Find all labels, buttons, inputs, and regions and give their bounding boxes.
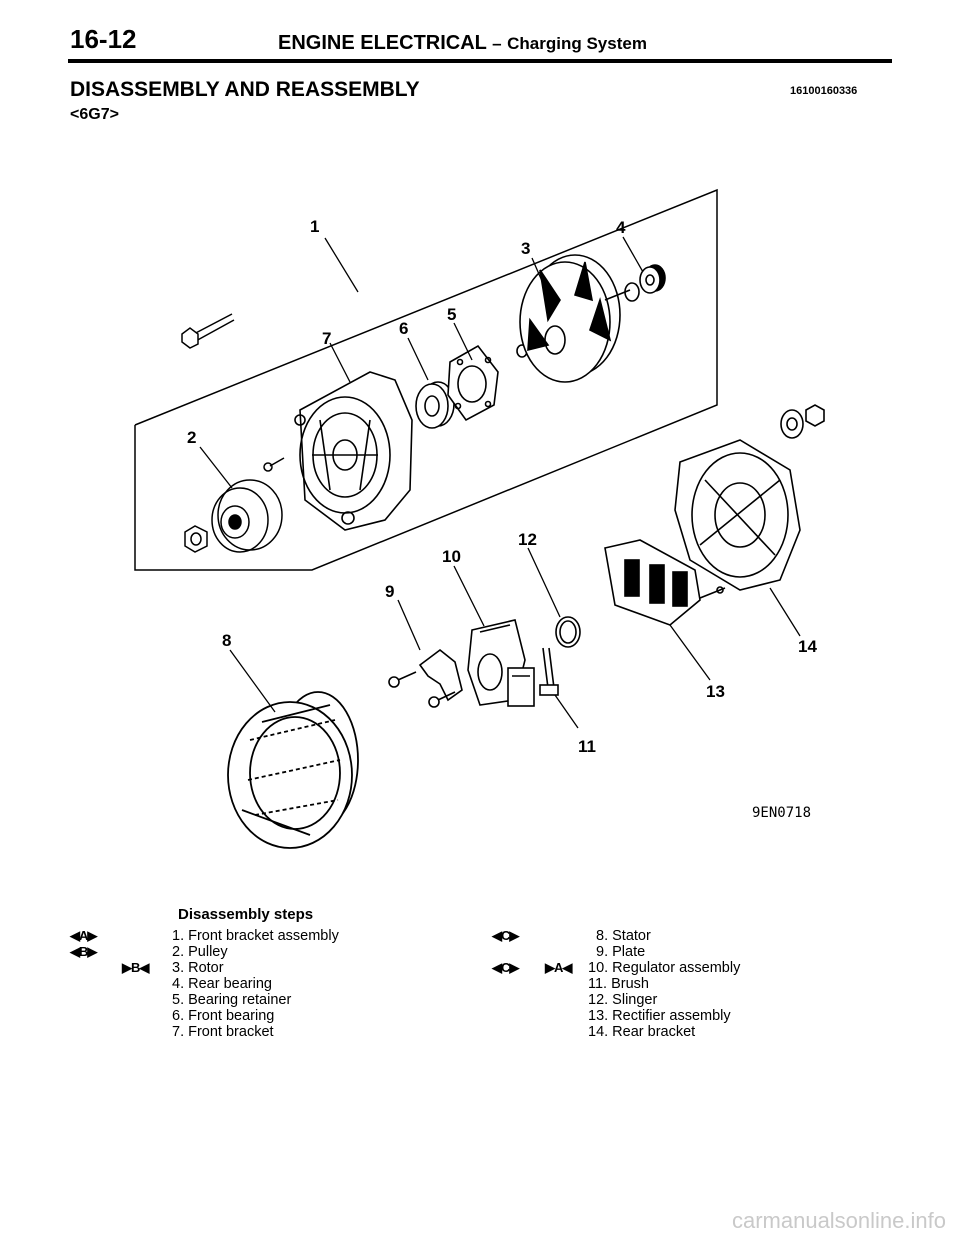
bearing-retainer-icon xyxy=(447,344,499,422)
callout-4: 4 xyxy=(616,218,626,237)
rear-bracket-icon xyxy=(674,439,801,591)
section-code: 16100160336 xyxy=(790,85,858,97)
callout-12: 12 xyxy=(518,530,537,549)
exploded-diagram: 1 2 3 4 5 6 7 8 9 10 11 12 13 14 9EN0718 xyxy=(134,188,825,849)
callout-8: 8 xyxy=(222,631,231,650)
watermark: carmanualsonline.info xyxy=(731,1208,946,1233)
front-bracket-icon xyxy=(294,371,413,531)
step-1: 1. Front bracket assembly xyxy=(172,928,339,944)
callout-5: 5 xyxy=(447,305,456,324)
callout-11: 11 xyxy=(578,737,596,756)
step-10-mark-left: ◀C▶ xyxy=(492,960,519,975)
step-12: 12. Slinger xyxy=(588,992,658,1008)
page-number: 16-12 xyxy=(70,24,137,54)
callout-6: 6 xyxy=(399,319,408,338)
step-7: 7. Front bracket xyxy=(172,1024,274,1040)
header-rule xyxy=(68,59,892,63)
pulley-nut-icon xyxy=(184,525,208,553)
header-dash: – xyxy=(492,34,502,53)
rectifier-assembly-icon xyxy=(604,539,726,626)
step-2: 2. Pulley xyxy=(172,944,228,960)
slinger-icon xyxy=(555,616,581,648)
step-11: 11. Brush xyxy=(588,976,649,992)
step-8: 8. Stator xyxy=(596,928,651,944)
rotor-icon xyxy=(516,254,631,383)
header-subtitle: Charging System xyxy=(507,34,647,53)
step-6: 6. Front bearing xyxy=(172,1008,275,1024)
brush-icon xyxy=(539,647,559,696)
callout-9: 9 xyxy=(385,582,394,601)
header-title: ENGINE ELECTRICAL – Charging System xyxy=(278,32,647,55)
screw-icon xyxy=(263,457,285,472)
callout-2: 2 xyxy=(187,428,196,447)
step-9: 9. Plate xyxy=(596,944,646,960)
step-14: 14. Rear bracket xyxy=(588,1024,696,1040)
callout-10: 10 xyxy=(442,547,461,566)
rear-bearing-icon xyxy=(624,264,666,302)
step-4: 4. Rear bearing xyxy=(172,976,272,992)
step-10: 10. Regulator assembly xyxy=(588,960,741,976)
step-10-mark-right: ▶A◀ xyxy=(545,960,572,975)
regulator-assembly-icon xyxy=(467,619,535,707)
step-13: 13. Rectifier assembly xyxy=(588,1008,731,1024)
callout-7: 7 xyxy=(322,329,331,348)
stator-icon xyxy=(227,691,359,849)
steps-heading: Disassembly steps xyxy=(178,906,314,923)
section-title: DISASSEMBLY AND REASSEMBLY xyxy=(70,78,420,101)
figure-code: 9EN0718 xyxy=(752,805,811,821)
callout-1: 1 xyxy=(310,217,319,236)
step-5: 5. Bearing retainer xyxy=(172,992,292,1008)
callout-3: 3 xyxy=(521,239,530,258)
step-3: 3. Rotor xyxy=(172,960,224,976)
step-3-mark: ▶B◀ xyxy=(122,960,149,975)
plate-icon xyxy=(388,648,463,708)
rear-nut-icon xyxy=(780,404,825,439)
step-8-mark: ◀C▶ xyxy=(492,928,519,943)
step-1-mark: ◀A▶ xyxy=(70,928,97,943)
callout-13: 13 xyxy=(706,682,725,701)
step-2-mark: ◀B▶ xyxy=(70,944,97,959)
pulley-icon xyxy=(211,479,283,553)
header-title-main: ENGINE ELECTRICAL xyxy=(278,32,487,54)
leader-lines xyxy=(199,236,801,729)
callout-14: 14 xyxy=(798,637,817,656)
engine-variant: <6G7> xyxy=(70,106,119,123)
assembly-outline xyxy=(134,188,718,571)
through-bolt-icon xyxy=(181,313,235,349)
